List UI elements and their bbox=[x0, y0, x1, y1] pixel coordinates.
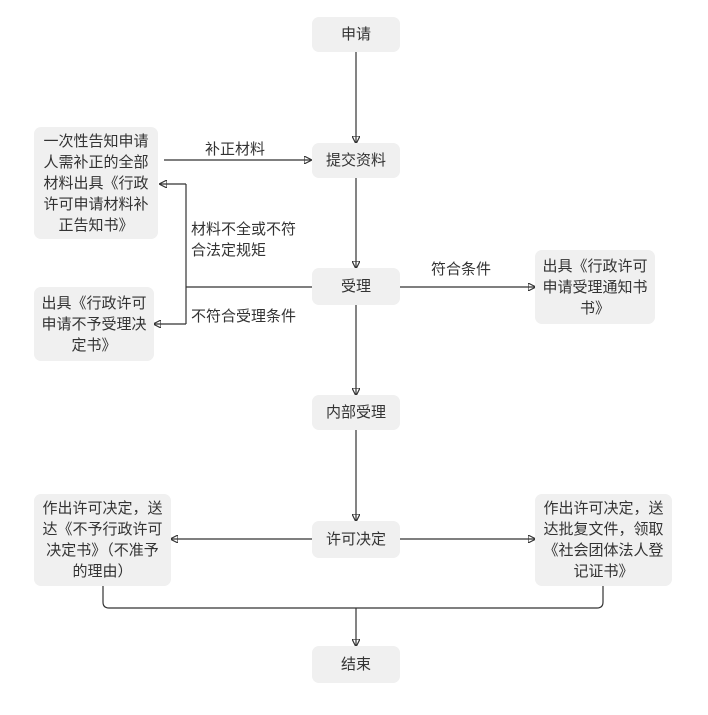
node-notify-correction: 一次性告知申请 人需补正的全部 材料出具《行政 许可申请材料补 正告知书》 bbox=[34, 127, 158, 239]
node-internal-accept: 内部受理 bbox=[312, 395, 400, 430]
node-deny-doc: 作出许可决定，送 达《不予行政许可 决定书》（不准予 的理由） bbox=[34, 494, 171, 586]
edge-label-correct-materials: 补正材料 bbox=[205, 140, 266, 158]
node-notify-correction-label: 一次性告知申请 人需补正的全部 材料出具《行政 许可申请材料补 正告知书》 bbox=[43, 131, 149, 234]
node-apply-label: 申请 bbox=[340, 25, 371, 43]
bracket-merge bbox=[102, 586, 604, 609]
node-accept-notice: 出具《行政许可 申请受理通知书 书》 bbox=[535, 250, 655, 324]
node-approve-doc: 作出许可决定，送 达批复文件，领取 《社会团体法人登 记证书》 bbox=[535, 494, 672, 586]
node-reject-notice: 出具《行政许可 申请不予受理决 定书》 bbox=[34, 287, 154, 361]
node-approve-doc-label: 作出许可决定，送 达批复文件，领取 《社会团体法人登 记证书》 bbox=[543, 499, 664, 580]
node-reject-notice-label: 出具《行政许可 申请不予受理决 定书》 bbox=[41, 293, 147, 354]
node-submit: 提交资料 bbox=[312, 143, 400, 178]
edge-label-meets: 符合条件 bbox=[431, 260, 492, 278]
node-decision-label: 许可决定 bbox=[325, 530, 386, 548]
edge-label-incomplete: 材料不全或不符 合法定规矩 bbox=[191, 220, 297, 259]
node-accept-label: 受理 bbox=[340, 277, 371, 295]
node-submit-label: 提交资料 bbox=[325, 151, 386, 169]
node-accept: 受理 bbox=[312, 268, 400, 305]
node-deny-doc-label: 作出许可决定，送 达《不予行政许可 决定书》（不准予 的理由） bbox=[42, 499, 163, 580]
node-apply: 申请 bbox=[312, 17, 400, 52]
node-end: 结束 bbox=[312, 646, 400, 683]
node-decision: 许可决定 bbox=[312, 521, 400, 558]
node-accept-notice-label: 出具《行政许可 申请受理通知书 书》 bbox=[542, 256, 648, 317]
node-internal-accept-label: 内部受理 bbox=[325, 403, 386, 421]
edge-label-not-meet: 不符合受理条件 bbox=[191, 307, 297, 325]
node-end-label: 结束 bbox=[340, 655, 371, 673]
